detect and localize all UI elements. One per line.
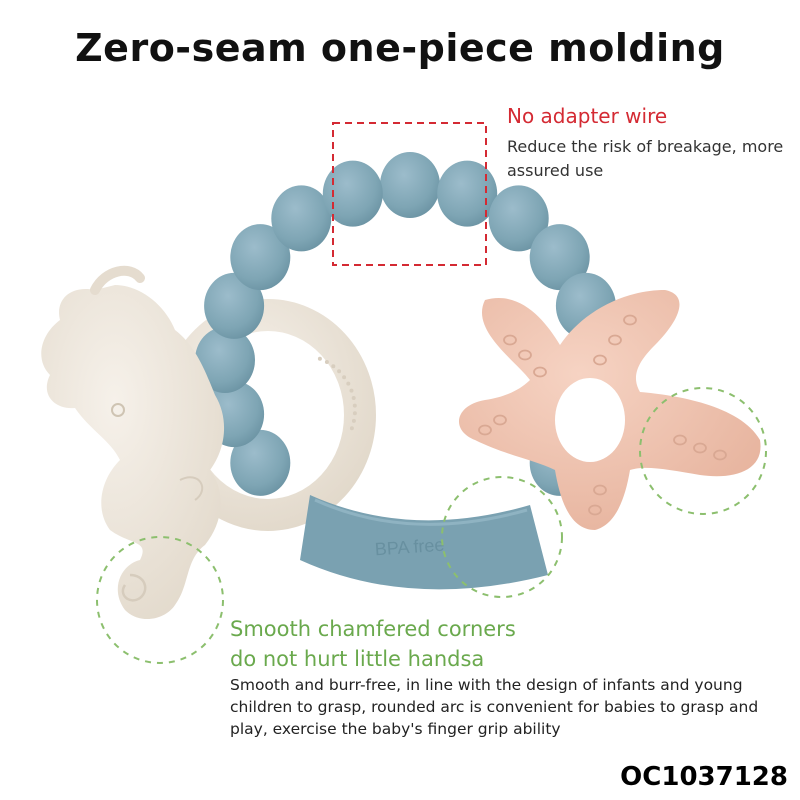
- bpa-free-text: BPA free: [374, 535, 445, 560]
- seahorse-texture-dots: [317, 356, 357, 431]
- corner-callout-circle-middle: [441, 476, 563, 598]
- starfish-circle: [593, 484, 607, 496]
- starfish-circle: [623, 314, 637, 326]
- seahorse-dot: [337, 369, 342, 374]
- no-adapter-heading: No adapter wire: [507, 104, 668, 128]
- ring-bead: [271, 185, 332, 252]
- starfish-texture-circles: [478, 314, 727, 516]
- seam-callout-box: [332, 122, 487, 266]
- ring-bead: [204, 272, 265, 339]
- page-title: Zero-seam one-piece molding: [75, 26, 725, 70]
- seahorse-dot: [352, 403, 357, 408]
- starfish-circle: [518, 349, 532, 361]
- seahorse-dot: [351, 396, 356, 400]
- seahorse-dot: [352, 411, 357, 416]
- ring-bead: [230, 224, 291, 291]
- ring-bead: [437, 160, 498, 227]
- smooth-corners-heading: Smooth chamfered corners do not hurt lit…: [230, 614, 790, 674]
- bpa-free-plate: [300, 495, 548, 590]
- corner-callout-circle-left: [96, 536, 224, 664]
- starfish-circle: [503, 334, 517, 346]
- seahorse-dot: [317, 356, 322, 361]
- seahorse-dot: [346, 381, 351, 386]
- smooth-corners-heading-line-1: Smooth chamfered corners: [230, 617, 516, 641]
- seahorse-dot: [331, 364, 336, 369]
- smooth-corners-description: Smooth and burr-free, in line with the d…: [230, 676, 759, 738]
- starfish-circle: [593, 354, 607, 366]
- ring-bead: [488, 185, 549, 252]
- smooth-corners-heading-line-2: do not hurt little handsa: [230, 647, 485, 671]
- ring-bead: [322, 160, 383, 227]
- starfish-circle: [588, 504, 602, 516]
- ring-bead: [230, 429, 291, 496]
- ring-bead: [529, 224, 590, 291]
- starfish-circle: [693, 442, 707, 454]
- starfish-circle: [713, 449, 727, 461]
- ring-bead: [380, 152, 440, 218]
- seahorse-dot: [349, 426, 354, 431]
- seahorse-teether: [41, 265, 225, 620]
- seahorse-dot: [342, 375, 347, 380]
- starfish-circle: [533, 366, 547, 378]
- ring-bead: [195, 327, 255, 393]
- starfish-teether: [458, 290, 761, 530]
- starfish-circle: [608, 334, 622, 346]
- seahorse-dot: [351, 418, 356, 423]
- starfish-circle: [673, 434, 687, 446]
- starfish-circle: [478, 424, 492, 436]
- starfish-circle: [493, 414, 507, 426]
- model-number: OC1037128: [620, 762, 788, 792]
- seahorse-dot: [324, 360, 329, 364]
- no-adapter-description: Reduce the risk of breakage, more assure…: [507, 137, 784, 180]
- corner-callout-circle-right: [639, 387, 767, 515]
- seahorse-dot: [349, 388, 354, 393]
